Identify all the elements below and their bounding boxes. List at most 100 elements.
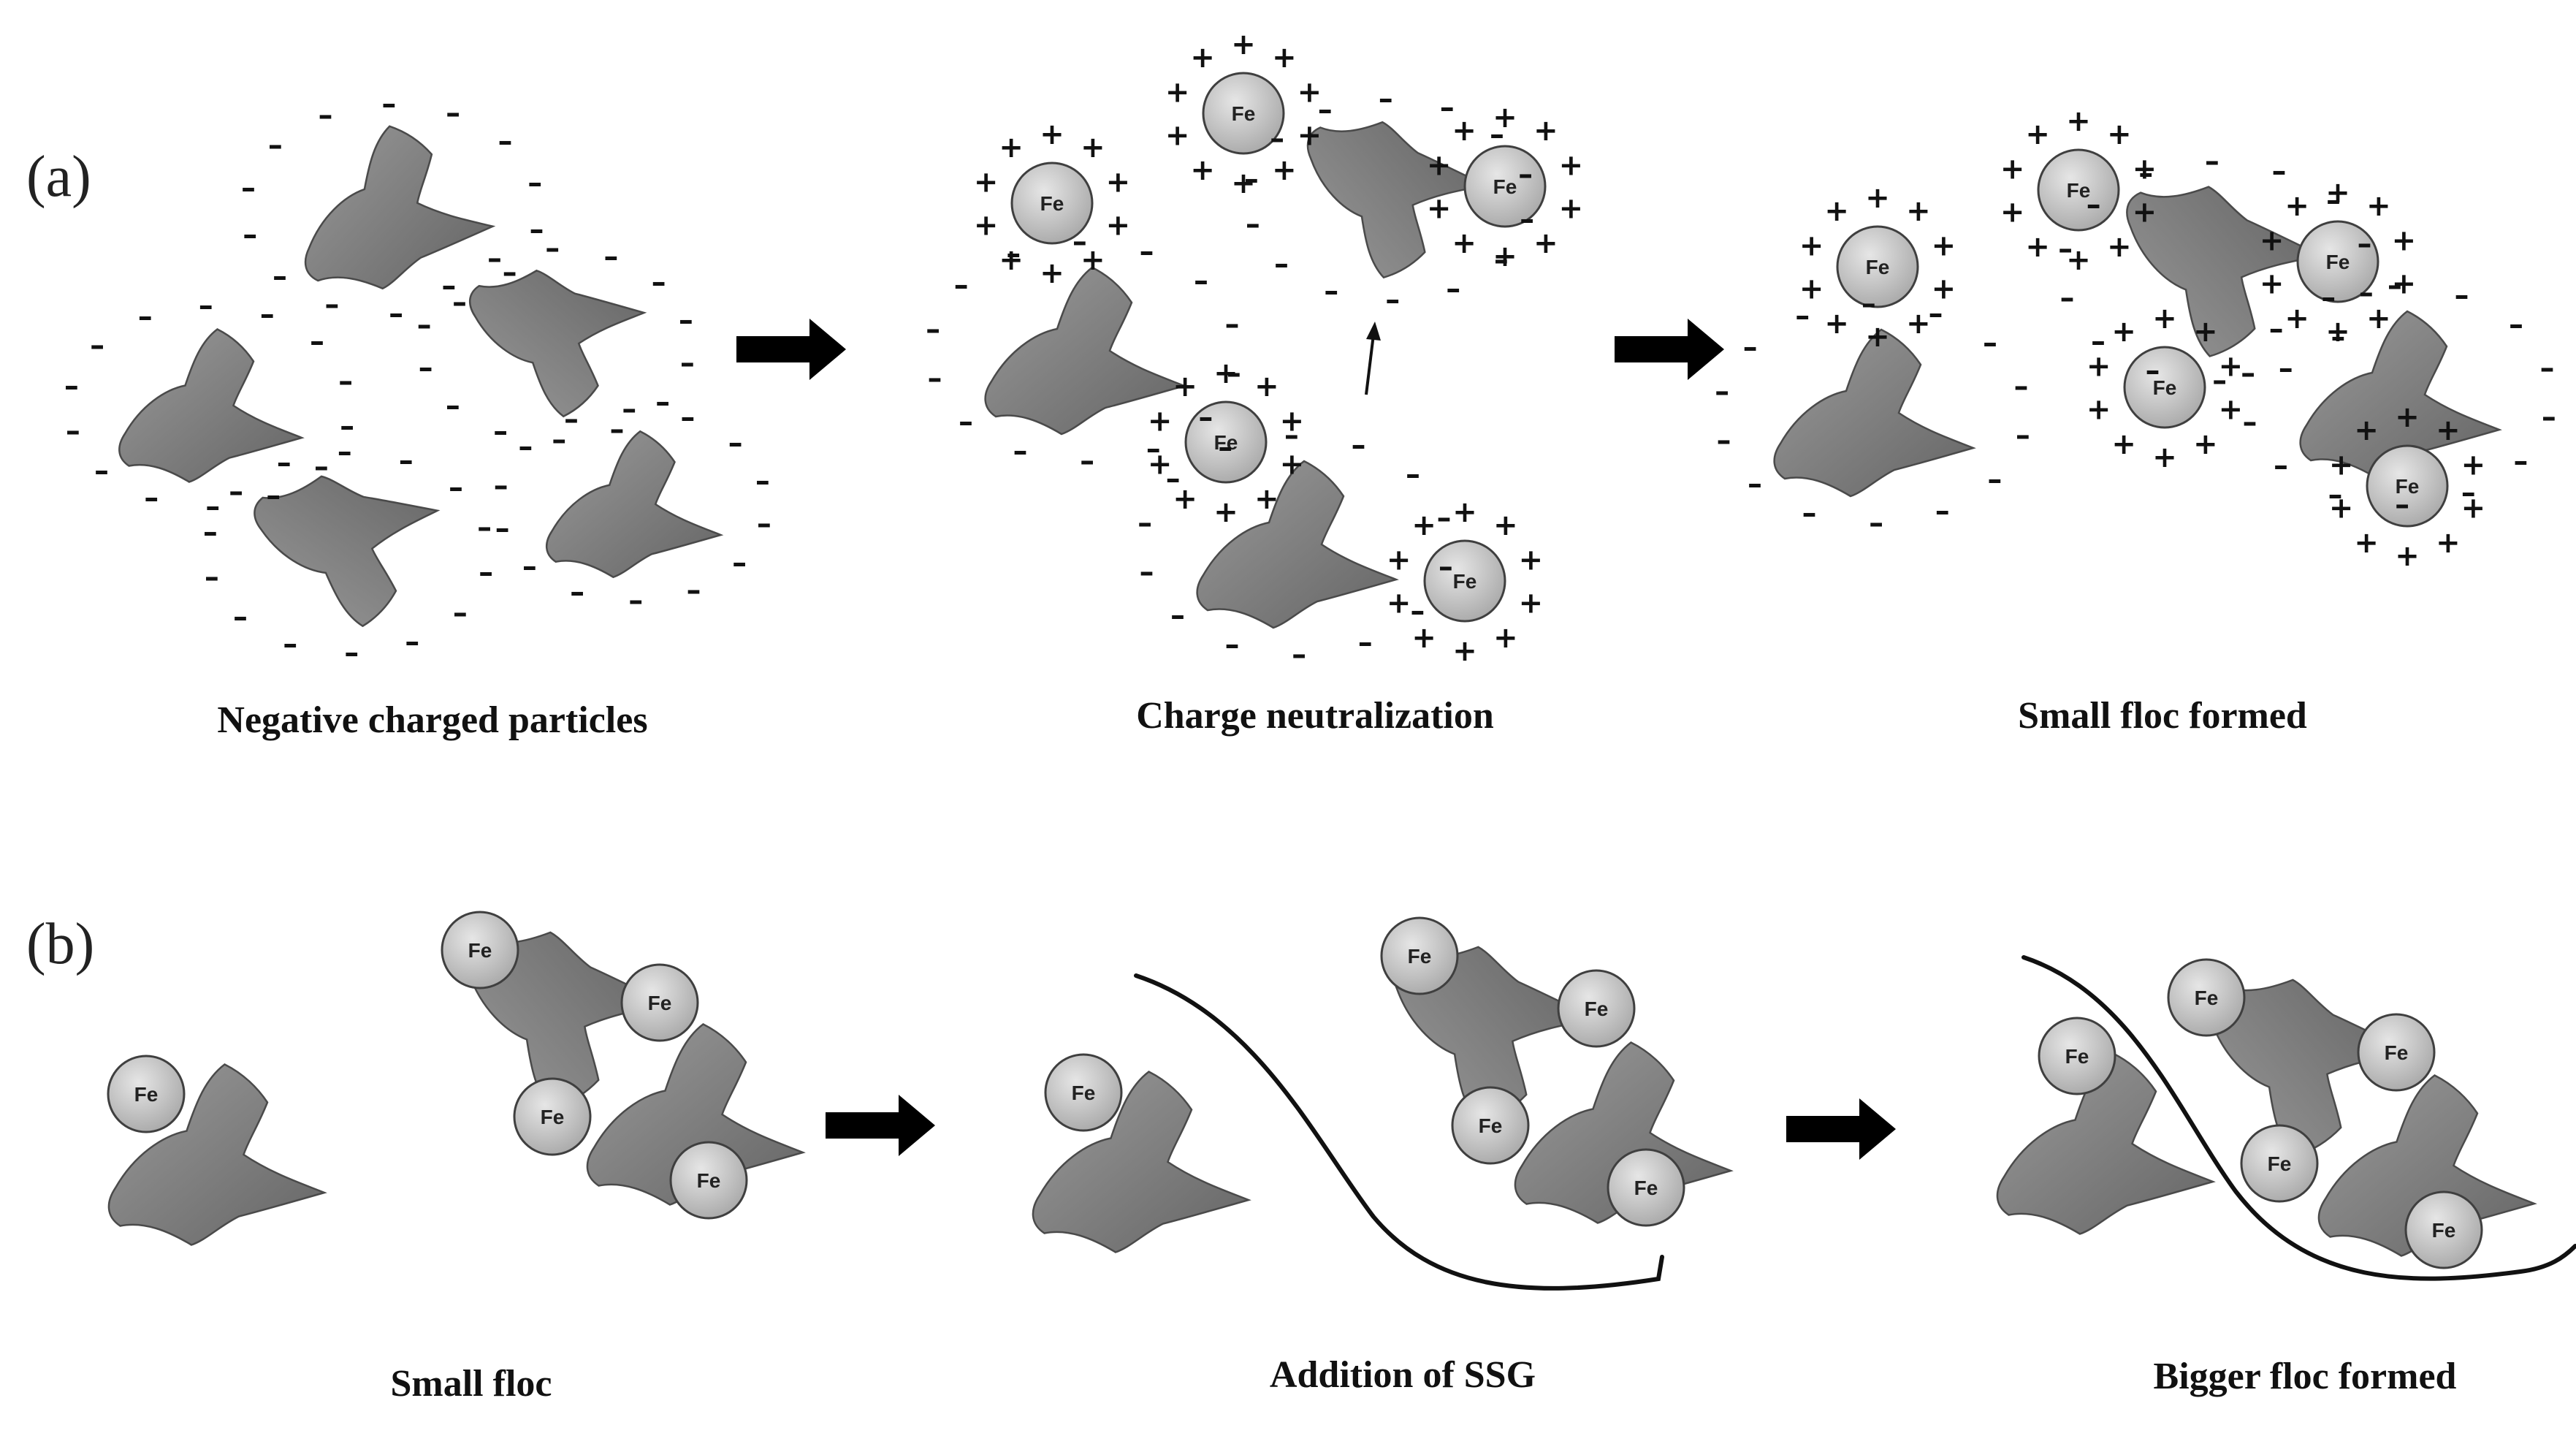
negative-charge-sign: – — [926, 313, 940, 346]
negative-charge-sign: – — [2016, 419, 2030, 452]
positive-charge-sign: + — [1411, 621, 1436, 655]
negative-charge-sign: – — [755, 465, 770, 498]
ssg-polymer-chain — [2021, 955, 2576, 1281]
negative-charge-sign: – — [2461, 476, 2476, 510]
positive-charge-sign: + — [1824, 307, 1849, 341]
negative-charge-sign: – — [2212, 364, 2227, 398]
negative-charge-sign: – — [503, 256, 517, 289]
fe-ion-label: Fe — [1453, 570, 1477, 593]
fe-ion-icon: Fe — [2296, 220, 2379, 303]
panel-b-label: (b) — [26, 912, 94, 976]
negative-charge-sign: – — [310, 325, 324, 359]
fe-ion-label: Fe — [468, 939, 492, 962]
negative-charge-sign: – — [603, 240, 618, 273]
negative-charge-sign: – — [1284, 419, 1299, 452]
negative-charge-sign: – — [1194, 265, 1208, 298]
negative-charge-sign: – — [1869, 506, 1883, 540]
negative-charge-sign: – — [1146, 433, 1161, 466]
negative-charge-sign: – — [732, 546, 747, 580]
negative-charge-sign: – — [628, 584, 643, 618]
negative-charge-sign: – — [90, 329, 104, 362]
fe-ion-icon: Fe — [2404, 1190, 2483, 1269]
negative-charge-sign: – — [266, 479, 281, 512]
charge-signs-layer: – – – – – – – – – – – – – – – – – – – – – – – – – – – – – – – – – – – – – – – –… — [64, 28, 2556, 672]
positive-charge-sign: + — [2392, 267, 2417, 300]
fe-ion-label: Fe — [1585, 998, 1609, 1020]
fe-ion-label: Fe — [541, 1106, 565, 1128]
fe-ion-label: Fe — [648, 992, 672, 1014]
positive-charge-sign: + — [1519, 544, 1544, 577]
negative-charge-sign: – — [609, 413, 624, 447]
positive-charge-sign: + — [1231, 28, 1256, 61]
negative-charge-sign: – — [1227, 357, 1241, 390]
positive-charge-sign: + — [1559, 191, 1584, 225]
negative-charge-sign: – — [1983, 327, 1997, 360]
positive-charge-sign: + — [1106, 208, 1131, 242]
positive-charge-sign: + — [999, 131, 1024, 164]
negative-charge-sign: – — [2513, 445, 2528, 479]
negative-charge-sign: – — [652, 266, 666, 300]
negative-charge-sign: – — [527, 167, 542, 200]
positive-charge-sign: + — [1081, 131, 1105, 164]
particles-layer — [107, 109, 2536, 1257]
positive-charge-sign: + — [1932, 272, 1956, 305]
positive-charge-sign: + — [2285, 189, 2309, 223]
positive-charge-sign: + — [2436, 526, 2461, 560]
negative-charge-sign: – — [405, 625, 419, 658]
fe-ion-icon: Fe — [1423, 539, 1506, 623]
positive-charge-sign: + — [1280, 405, 1305, 438]
negative-charge-sign: – — [338, 365, 353, 398]
fe-ion-icon: Fe — [107, 1055, 186, 1133]
positive-charge-sign: + — [2329, 449, 2354, 482]
negative-charge-sign: – — [399, 444, 414, 478]
negative-charge-sign: – — [1518, 158, 1533, 191]
fe-ion-icon: Fe — [1836, 225, 1919, 308]
negative-charge-sign: – — [1715, 375, 1729, 409]
positive-charge-sign: + — [1190, 41, 1215, 75]
negative-charge-sign: – — [241, 171, 256, 205]
positive-charge-sign: + — [1799, 272, 1824, 305]
fe-ion-icon: Fe — [2038, 1017, 2116, 1095]
negative-charge-sign: – — [2205, 145, 2219, 178]
ions-layer: FeFeFeFeFeFeFeFeFeFeFeFeFeFeFeFeFeFeFeFe… — [107, 72, 2483, 1269]
negative-charge-sign: – — [1987, 463, 2002, 497]
fe-ion-icon: Fe — [2357, 1013, 2436, 1092]
fe-ion-icon: Fe — [2123, 346, 2206, 429]
positive-charge-sign: + — [2461, 449, 2486, 482]
positive-charge-sign: + — [2392, 224, 2417, 258]
negative-charge-sign: – — [1410, 595, 1425, 628]
negative-charge-sign: – — [655, 385, 670, 419]
negative-charge-sign: – — [268, 129, 283, 162]
positive-charge-sign: + — [1173, 482, 1197, 516]
negative-charge-sign: – — [2395, 488, 2409, 522]
right-arrow-icon — [736, 319, 846, 380]
negative-charge-sign: – — [479, 555, 493, 589]
negative-charge-sign: – — [1748, 467, 1762, 501]
positive-charge-sign: + — [2152, 441, 2177, 474]
negative-charge-sign: – — [2087, 188, 2101, 221]
negative-charge-sign: – — [2540, 352, 2555, 385]
positive-charge-sign: + — [1106, 166, 1131, 200]
fe-ion-label: Fe — [697, 1169, 721, 1192]
positive-charge-sign: + — [2260, 267, 2285, 300]
positive-charge-sign: + — [1799, 229, 1824, 263]
fe-ion-icon: Fe — [1202, 72, 1285, 155]
positive-charge-sign: + — [2066, 105, 2091, 138]
positive-charge-sign: + — [1272, 41, 1297, 75]
negative-charge-sign: – — [570, 576, 584, 609]
negative-charge-sign: – — [1379, 83, 1393, 116]
negative-charge-sign: – — [2358, 227, 2372, 261]
negative-charge-sign: – — [1198, 401, 1213, 435]
positive-charge-sign: + — [2260, 224, 2285, 258]
positive-charge-sign: + — [1081, 243, 1105, 277]
positive-charge-sign: + — [2219, 392, 2244, 426]
positive-charge-sign: + — [2066, 243, 2091, 277]
negative-charge-sign: – — [1385, 283, 1400, 316]
negative-charge-sign: – — [446, 389, 460, 422]
caption-charge-neutralization: Charge neutralization — [1136, 695, 1494, 737]
negative-charge-sign: – — [144, 481, 159, 514]
negative-charge-sign: – — [319, 99, 333, 132]
negative-charge-sign: – — [2241, 357, 2255, 390]
negative-charge-sign: – — [1795, 299, 1810, 333]
